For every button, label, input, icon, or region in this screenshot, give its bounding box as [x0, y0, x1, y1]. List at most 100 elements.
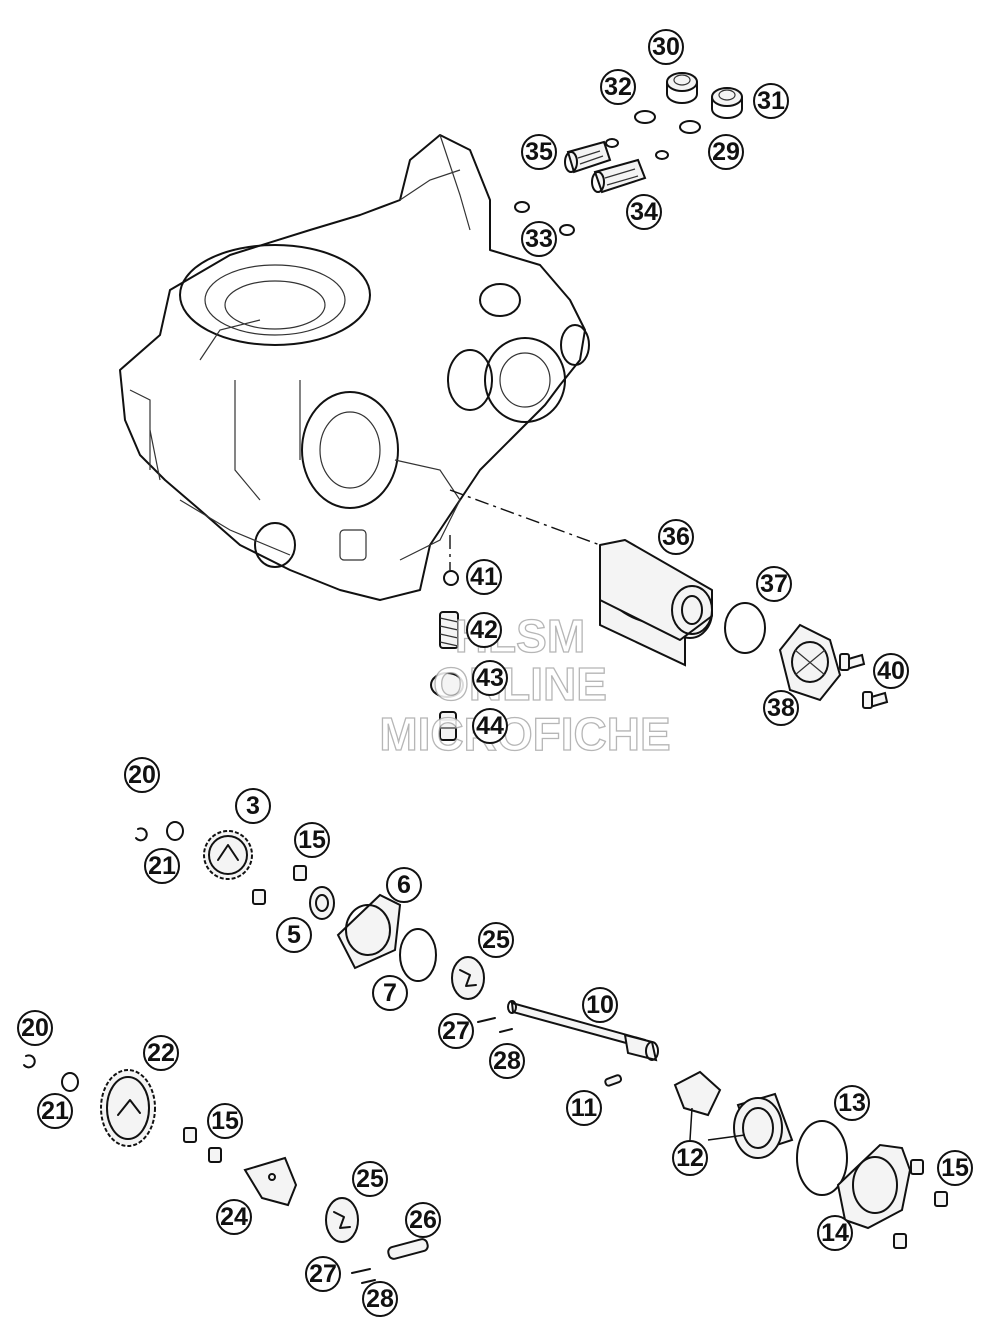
- watermark-line-2: ONLINE: [433, 658, 607, 710]
- screw-plug-30: [666, 72, 698, 104]
- o-ring-7: [399, 928, 437, 982]
- washer-21-upper: [166, 821, 184, 841]
- callout-24: 24: [216, 1199, 252, 1235]
- pin-11: [604, 1074, 623, 1087]
- callout-11: 11: [566, 1090, 602, 1126]
- callout-36: 36: [658, 519, 694, 555]
- screw-15-upper-b: [252, 889, 266, 905]
- pin-27-upper: [477, 1017, 496, 1023]
- leader-12-b: [707, 1134, 746, 1141]
- seal-ring-32: [634, 110, 656, 124]
- callout-15-lower: 15: [207, 1103, 243, 1139]
- callout-10: 10: [582, 987, 618, 1023]
- engine-crankcase: [119, 134, 590, 601]
- screw-15-right-b: [934, 1191, 948, 1207]
- svg-text:21: 21: [148, 852, 176, 880]
- svg-text:24: 24: [220, 1203, 248, 1231]
- callout-20-upper: 20: [124, 757, 160, 793]
- svg-text:27: 27: [309, 1260, 337, 1288]
- callout-42: 42: [466, 612, 502, 648]
- callout-43: 43: [472, 660, 508, 696]
- callout-40: 40: [873, 653, 909, 689]
- o-ring-upper-right: [655, 150, 669, 160]
- callout-20-lower: 20: [17, 1010, 53, 1046]
- leader-12-a: [689, 1107, 693, 1141]
- svg-text:13: 13: [838, 1089, 866, 1117]
- svg-text:38: 38: [767, 694, 795, 722]
- watermark-line-3: MICROFICHE: [379, 708, 670, 760]
- svg-text:34: 34: [630, 198, 658, 226]
- pump-shaft-10: [507, 1000, 659, 1062]
- screw-15-lower-a: [183, 1127, 197, 1143]
- svg-text:14: 14: [821, 1219, 849, 1247]
- screw-15-lower-b: [208, 1147, 222, 1163]
- pin-27-lower: [351, 1268, 371, 1274]
- callout-32: 32: [600, 69, 636, 105]
- ball-41: [443, 570, 459, 586]
- seal-ring-29: [679, 120, 701, 134]
- svg-text:37: 37: [760, 570, 788, 598]
- pin-28-lower: [361, 1279, 376, 1284]
- callout-33: 33: [521, 221, 557, 257]
- svg-text:28: 28: [493, 1047, 521, 1075]
- callout-7: 7: [372, 975, 408, 1011]
- svg-text:26: 26: [409, 1206, 437, 1234]
- svg-text:25: 25: [482, 926, 510, 954]
- o-ring-37: [724, 602, 766, 654]
- seal-ring-43: [430, 672, 464, 698]
- svg-text:42: 42: [470, 616, 498, 644]
- callout-6: 6: [386, 867, 422, 903]
- svg-text:44: 44: [476, 712, 504, 740]
- screw-40-a: [839, 653, 866, 671]
- svg-text:3: 3: [246, 792, 260, 820]
- callout-44: 44: [472, 708, 508, 744]
- callout-3: 3: [235, 788, 271, 824]
- oil-screen-34: [591, 158, 647, 194]
- callout-25-lower: 25: [352, 1161, 388, 1197]
- callout-29: 29: [708, 134, 744, 170]
- svg-text:7: 7: [383, 979, 397, 1007]
- callout-31: 31: [753, 83, 789, 119]
- o-ring-33-a: [514, 201, 530, 213]
- callout-13: 13: [834, 1085, 870, 1121]
- svg-text:10: 10: [586, 991, 614, 1019]
- svg-text:15: 15: [298, 826, 326, 854]
- svg-text:28: 28: [366, 1285, 394, 1313]
- svg-text:31: 31: [757, 87, 785, 115]
- callout-22: 22: [143, 1035, 179, 1071]
- callout-26: 26: [405, 1202, 441, 1238]
- callout-21-lower: 21: [37, 1093, 73, 1129]
- o-ring-33-b: [559, 224, 575, 236]
- screw-15-right-c: [893, 1233, 907, 1249]
- svg-text:27: 27: [442, 1017, 470, 1045]
- svg-text:21: 21: [41, 1097, 69, 1125]
- screw-plug-31: [711, 87, 743, 119]
- filter-axis-line: [449, 489, 601, 546]
- callout-25-upper: 25: [478, 922, 514, 958]
- o-ring-13: [796, 1120, 848, 1196]
- callout-37: 37: [756, 566, 792, 602]
- svg-text:33: 33: [525, 225, 553, 253]
- callout-14: 14: [817, 1215, 853, 1251]
- pump-cover-14: [836, 1143, 912, 1230]
- callout-28-upper: 28: [489, 1043, 525, 1079]
- spring-42: [439, 611, 459, 649]
- plate-24: [243, 1156, 298, 1207]
- bearing-5: [309, 886, 335, 920]
- rotor-25-lower: [325, 1197, 359, 1243]
- svg-text:36: 36: [662, 523, 690, 551]
- svg-text:6: 6: [397, 871, 411, 899]
- svg-text:43: 43: [476, 664, 504, 692]
- svg-text:11: 11: [571, 1094, 598, 1122]
- screw-40-b: [862, 691, 889, 709]
- callout-15-right: 15: [937, 1150, 973, 1186]
- screw-15-right-a: [910, 1159, 924, 1175]
- svg-text:40: 40: [877, 657, 905, 685]
- svg-text:20: 20: [128, 761, 156, 789]
- callout-27-lower: 27: [305, 1256, 341, 1292]
- callout-38: 38: [763, 690, 799, 726]
- callout-5: 5: [276, 917, 312, 953]
- pin-26: [387, 1238, 429, 1260]
- svg-text:35: 35: [525, 138, 553, 166]
